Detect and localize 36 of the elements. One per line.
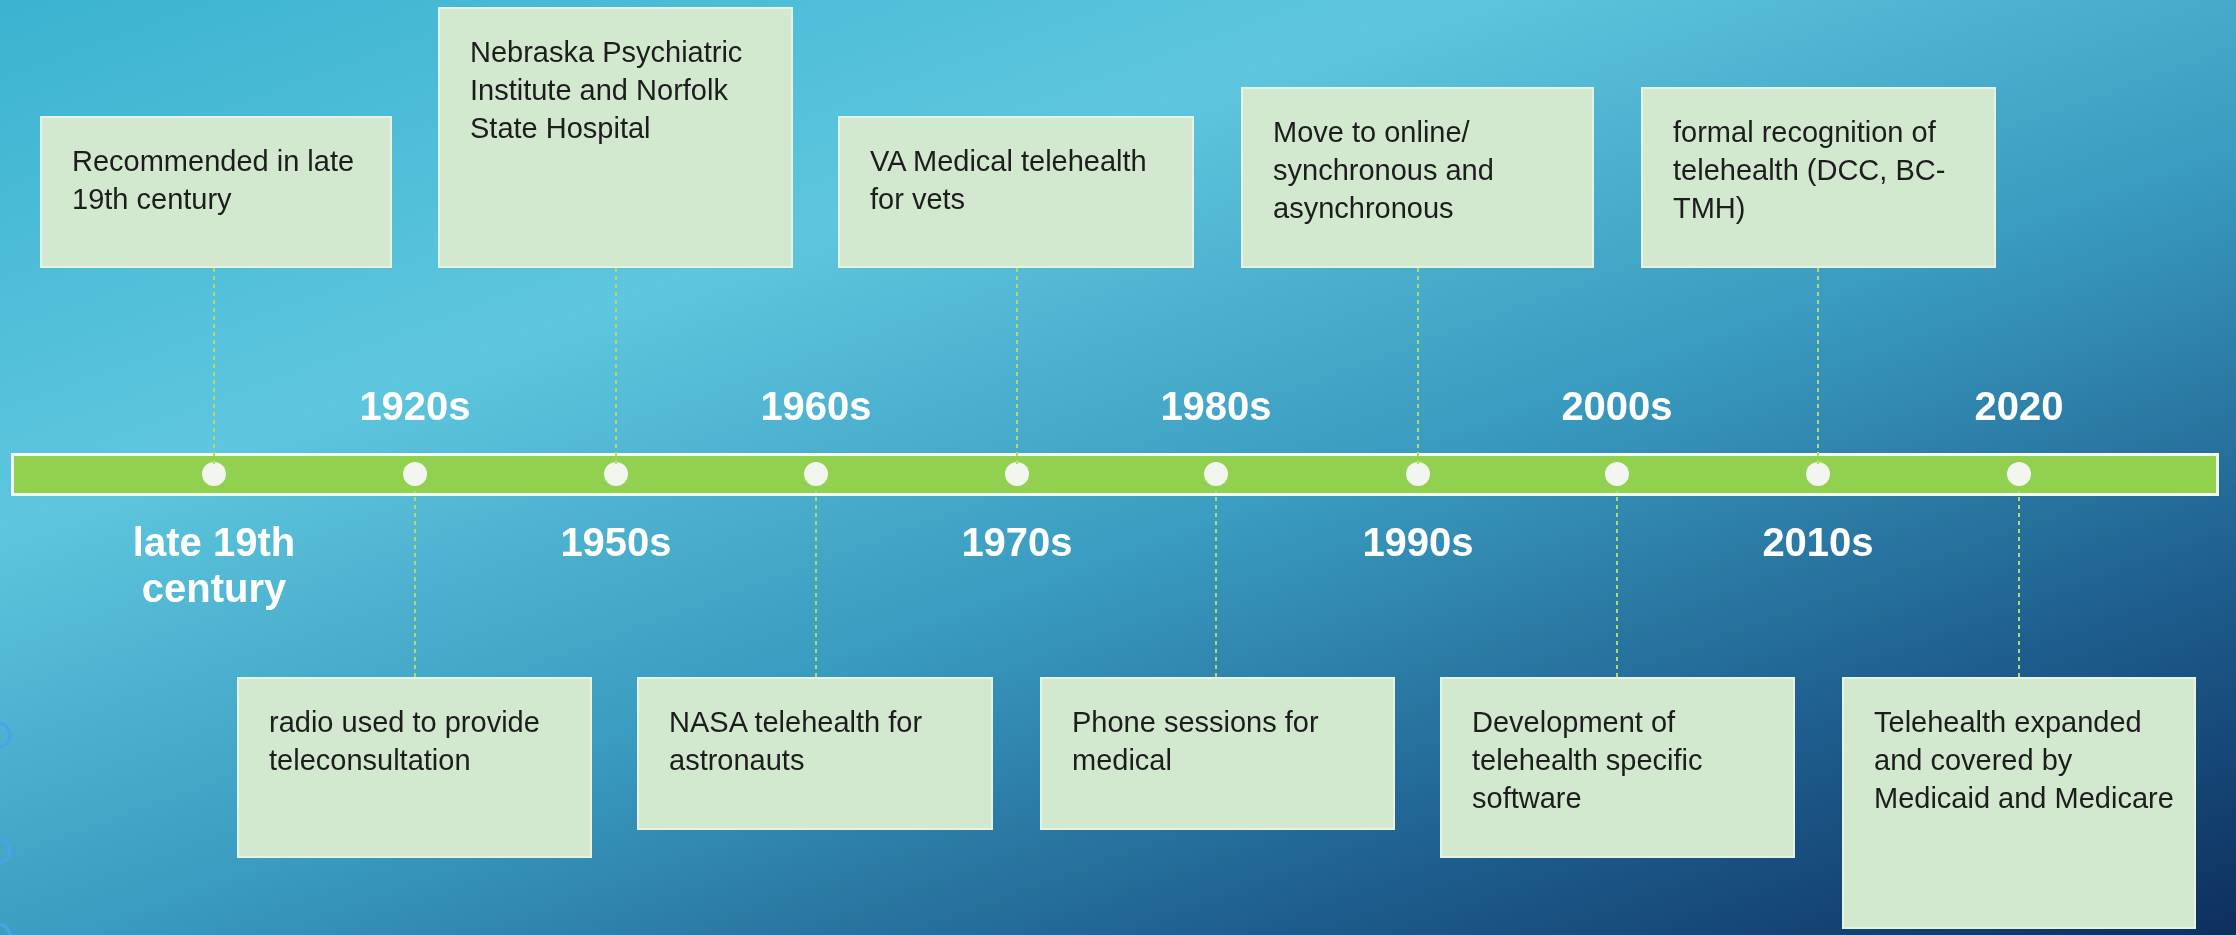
event-box: Phone sessions for medical <box>1040 677 1395 830</box>
year-label: 1950s <box>559 519 673 565</box>
event-box: Move to online/ synchronous and asynchronous <box>1241 87 1594 268</box>
event-box: Recommended in late 19th century <box>40 116 392 268</box>
leader-line <box>1215 490 1217 678</box>
leader-line <box>1616 490 1618 678</box>
timeline-dot <box>1005 462 1029 486</box>
event-box: Telehealth expanded and covered by Medicaid and Medicare <box>1842 677 2196 929</box>
event-box: VA Medical telehealth for vets <box>838 116 1194 268</box>
year-label: 2010s <box>1761 519 1875 565</box>
year-label: 1960s <box>759 383 873 429</box>
year-label: 1920s <box>358 383 472 429</box>
leader-line <box>414 490 416 678</box>
year-label: 1990s <box>1361 519 1475 565</box>
leader-line <box>2018 490 2020 678</box>
timeline-dot <box>1204 462 1228 486</box>
timeline-dot <box>1806 462 1830 486</box>
event-box: formal recognition of telehealth (DCC, BC-TMH) <box>1641 87 1996 268</box>
year-label: 2000s <box>1560 383 1674 429</box>
year-label: 1970s <box>960 519 1074 565</box>
event-box: NASA telehealth for astronauts <box>637 677 993 830</box>
year-label: 1980s <box>1159 383 1273 429</box>
timeline-dot <box>1406 462 1430 486</box>
timeline-dot <box>604 462 628 486</box>
year-label: late 19th century <box>131 519 297 611</box>
timeline-dot <box>1605 462 1629 486</box>
timeline-dot <box>403 462 427 486</box>
timeline-dot <box>2007 462 2031 486</box>
event-box: Development of telehealth specific software <box>1440 677 1795 858</box>
event-box: Nebraska Psychiatric Institute and Norfolk State Hospital <box>438 7 793 268</box>
leader-line <box>815 490 817 678</box>
timeline-dot <box>202 462 226 486</box>
event-box: radio used to provide teleconsultation <box>237 677 592 858</box>
timeline-dot <box>804 462 828 486</box>
timeline-bar <box>11 453 2219 496</box>
year-label: 2020 <box>1973 383 2065 429</box>
